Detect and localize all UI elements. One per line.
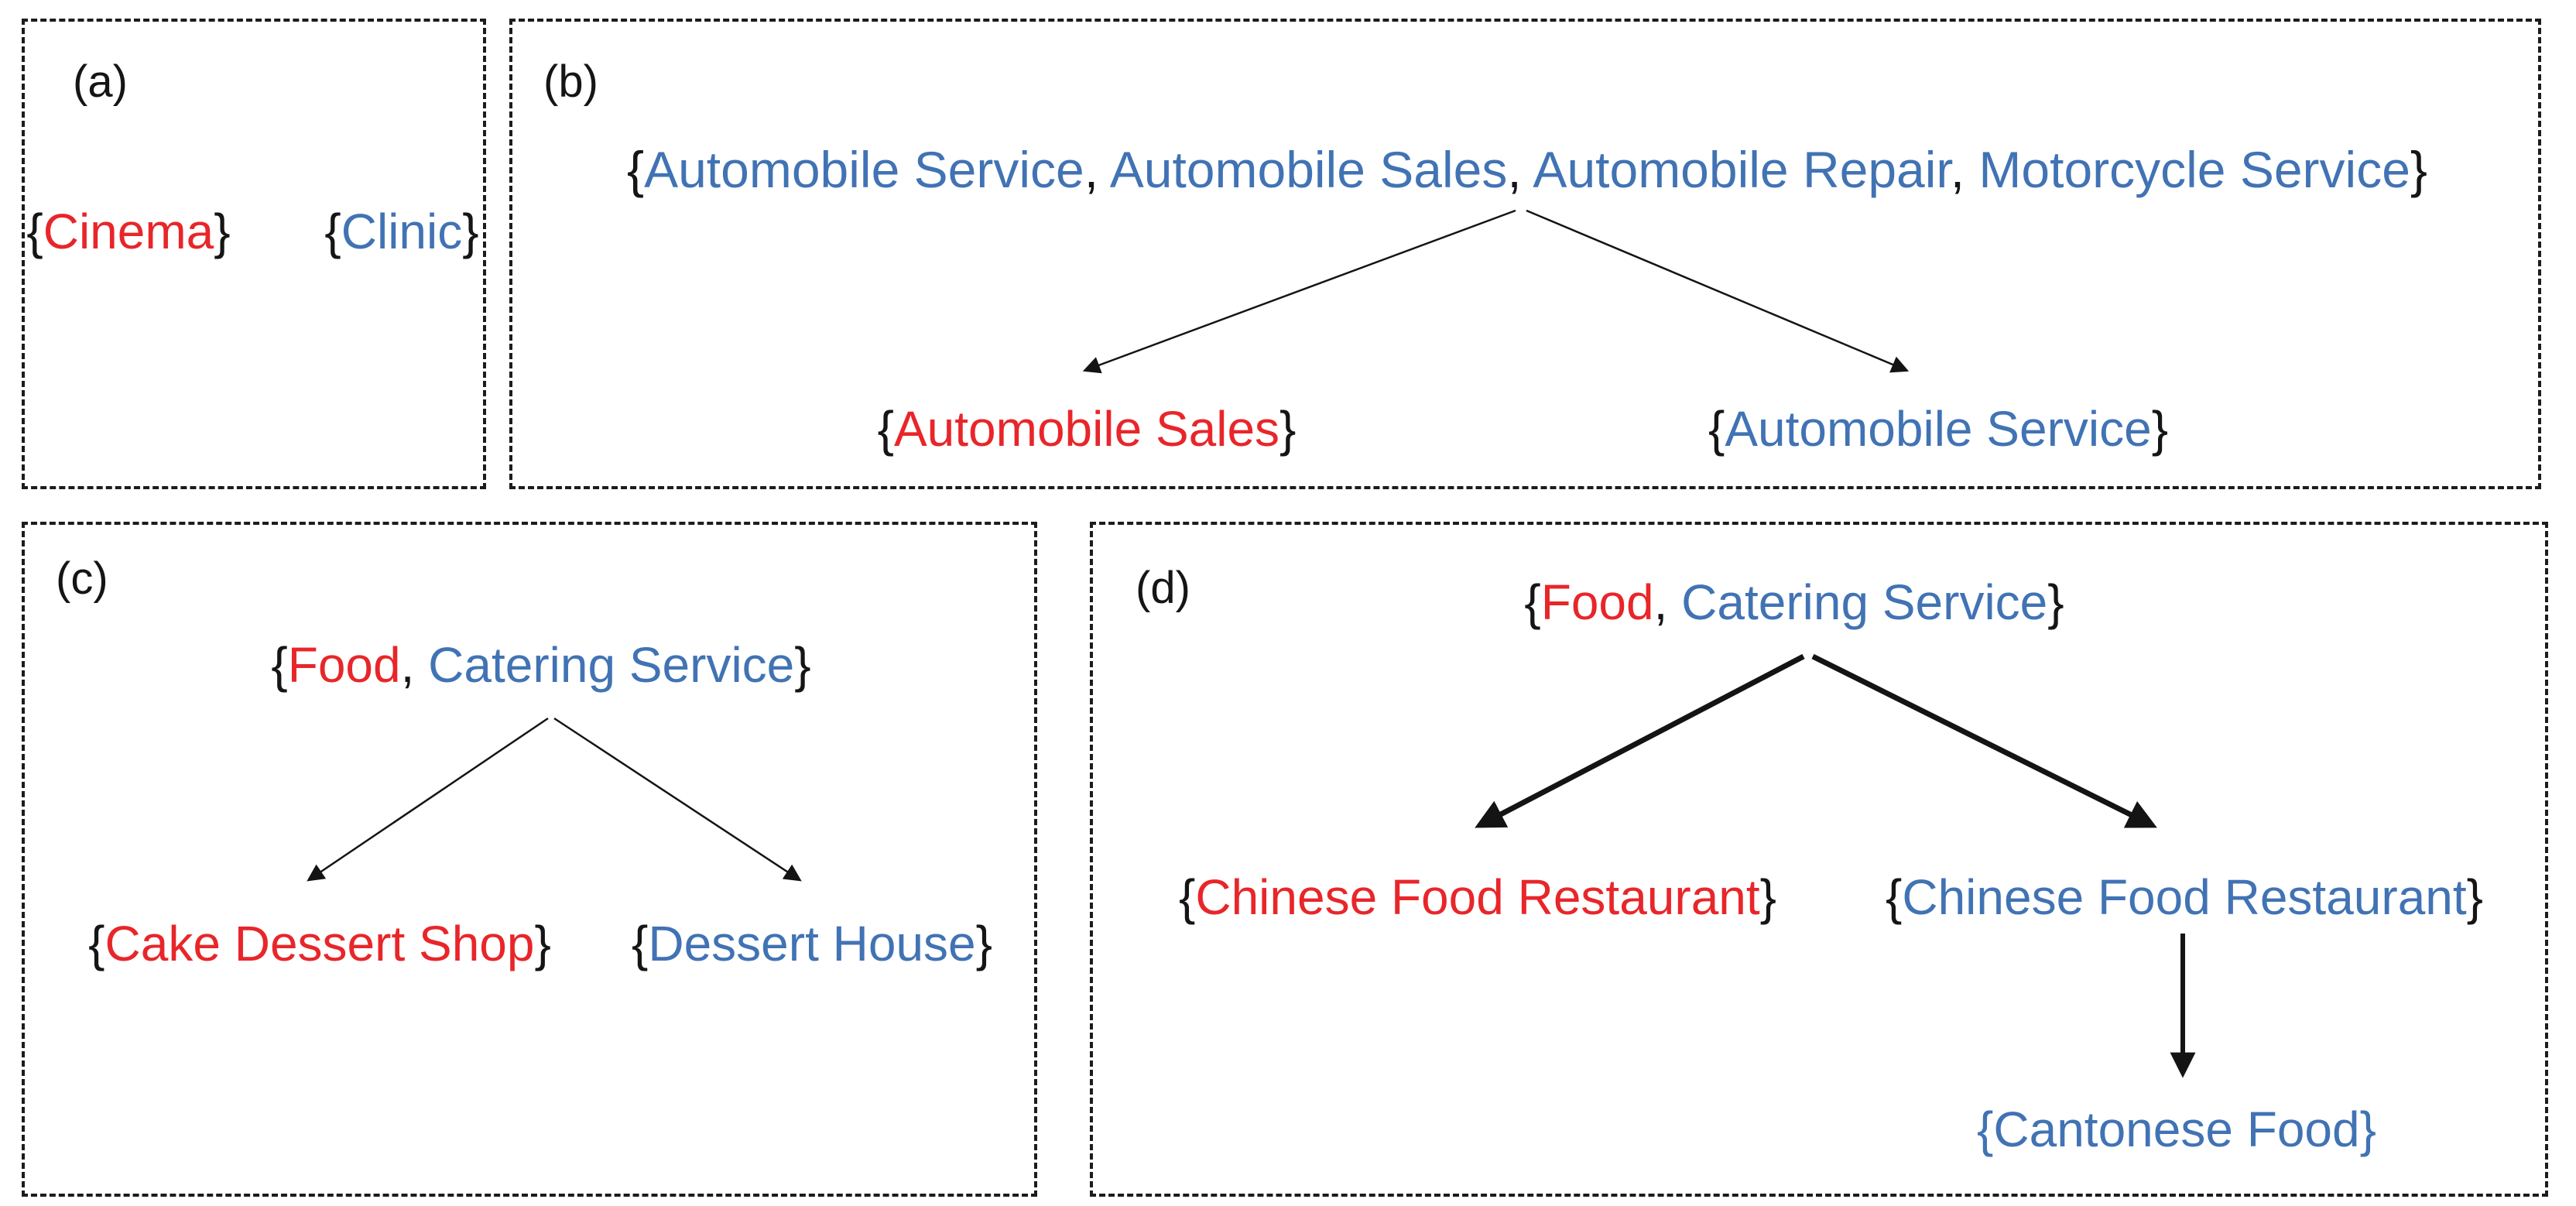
brace: } (2410, 141, 2427, 198)
set-node-dessert-house: {Dessert House} (632, 915, 992, 972)
term: Food (287, 637, 401, 693)
brace: } (462, 204, 479, 259)
term: Automobile Service (644, 141, 1084, 198)
term: Food (1540, 574, 1654, 630)
brace: } (1279, 401, 1297, 457)
brace: { (1885, 869, 1903, 925)
term: Clinic (341, 204, 463, 259)
brace: { (1524, 574, 1541, 630)
term: Automobile Repair (1533, 141, 1951, 198)
term: Catering Service (1681, 574, 2048, 630)
term: Chinese Food Restaurant (1195, 869, 1760, 925)
panel-b-label: (b) (543, 57, 598, 107)
set-node-cake-dessert-shop: {Cake Dessert Shop} (88, 915, 551, 972)
set-node-c-root: {Food, Catering Service} (271, 636, 810, 694)
brace: { (88, 916, 105, 971)
set-node-automobile-sales: {Automobile Sales} (878, 400, 1297, 457)
term: {Cantonese Food} (1977, 1102, 2376, 1157)
brace: } (794, 637, 811, 693)
brace: { (627, 141, 645, 198)
brace: { (1708, 401, 1725, 457)
brace: } (2151, 401, 2169, 457)
term: Chinese Food Restaurant (1902, 869, 2467, 925)
brace: { (631, 916, 649, 971)
comma: , (1507, 141, 1533, 198)
panel-d: (d) {Food, Catering Service} {Chinese Fo… (1090, 522, 2548, 1197)
set-node-d-root: {Food, Catering Service} (1524, 574, 2064, 631)
panel-b: (b) {Automobile Service, Automobile Sale… (509, 19, 2541, 489)
term: Cake Dessert Shop (104, 916, 535, 971)
term: Cinema (43, 204, 214, 259)
brace: { (877, 401, 894, 457)
brace: } (975, 916, 993, 971)
set-node-cantonese-food: {Cantonese Food} (1977, 1101, 2376, 1158)
term: Automobile Service (1725, 401, 2152, 457)
term: Automobile Sales (893, 401, 1280, 457)
panel-c-label: (c) (56, 553, 108, 604)
term: Automobile Sales (1109, 141, 1508, 198)
brace: { (26, 204, 43, 259)
panel-a-label: (a) (73, 57, 128, 107)
brace: { (271, 637, 288, 693)
brace: { (1178, 869, 1196, 925)
term: Catering Service (428, 637, 795, 693)
brace: } (534, 916, 551, 971)
set-node-chinese-food-restaurant-red: {Chinese Food Restaurant} (1179, 869, 1776, 926)
brace: } (214, 204, 231, 259)
panel-d-label: (d) (1136, 563, 1190, 613)
brace: { (324, 204, 341, 259)
brace: } (2466, 869, 2484, 925)
panel-c: (c) {Food, Catering Service} {Cake Desse… (22, 522, 1037, 1197)
comma: , (1950, 141, 1979, 198)
comma: , (1653, 574, 1682, 630)
comma: , (400, 637, 429, 693)
panel-a: (a) {Cinema} {Clinic} (22, 19, 486, 489)
term: Dessert House (648, 916, 976, 971)
set-node-b-root: {Automobile Service, Automobile Sales, A… (627, 140, 2427, 199)
set-node-cinema: {Cinema} (26, 203, 230, 260)
comma: , (1084, 141, 1110, 198)
set-node-automobile-service: {Automobile Service} (1708, 400, 2168, 457)
brace: } (1759, 869, 1777, 925)
set-node-chinese-food-restaurant-blue: {Chinese Food Restaurant} (1886, 869, 2483, 926)
set-node-clinic: {Clinic} (324, 203, 478, 260)
brace: } (2047, 574, 2064, 630)
term: Motorcycle Service (1978, 141, 2410, 198)
